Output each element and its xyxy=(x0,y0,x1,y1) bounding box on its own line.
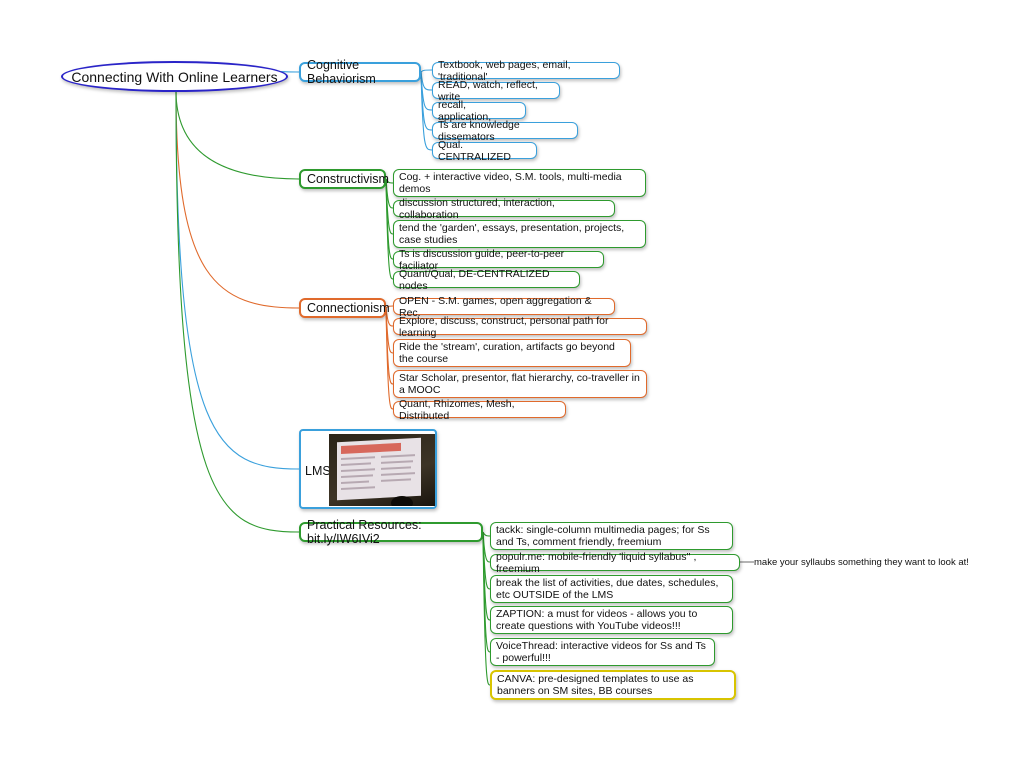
link-resource-item-1 xyxy=(482,531,491,537)
cognitive-item-1[interactable]: Textbook, web pages, email, 'traditional… xyxy=(432,59,620,83)
link-connectionism-item-5 xyxy=(385,307,394,410)
topic-cognitive-behaviorism[interactable]: Cognitive Behaviorism xyxy=(299,58,421,86)
connectionism-item-1[interactable]: OPEN - S.M. games, open aggregation & Re… xyxy=(393,295,615,319)
root-label: Connecting With Online Learners xyxy=(71,68,278,85)
cognitive-item-5[interactable]: Qual. CENTRALIZED xyxy=(432,139,537,163)
link-connectionism-item-1 xyxy=(385,305,394,309)
topic-label: Cognitive Behaviorism xyxy=(307,58,376,86)
topic-label: Connectionism xyxy=(307,301,390,315)
link-root-constructivism xyxy=(175,90,300,180)
link-resource-item-6 xyxy=(482,531,491,686)
constructivism-item-3[interactable]: tend the 'garden', essays, presentation,… xyxy=(393,220,646,248)
topic-label: Constructivism xyxy=(307,172,389,186)
resource-item-canva[interactable]: CANVA: pre-designed templates to use as … xyxy=(490,670,736,700)
connectionism-item-4[interactable]: Star Scholar, presentor, flat hierarchy,… xyxy=(393,370,647,398)
topic-constructivism[interactable]: Constructivism xyxy=(299,169,389,189)
topic-lms[interactable]: LMS xyxy=(299,429,437,509)
cognitive-item-4[interactable]: Ts are knowledge dissemators xyxy=(432,119,578,143)
connectionism-item-3[interactable]: Ride the 'stream', curation, artifacts g… xyxy=(393,339,631,367)
lms-slide-photo xyxy=(329,434,435,506)
link-root-connectionism xyxy=(175,90,300,309)
link-cognitive-item-5 xyxy=(420,71,433,151)
link-cognitive-item-1 xyxy=(420,69,433,73)
connectionism-item-5[interactable]: Quant, Rhizomes, Mesh, Distributed xyxy=(393,398,566,422)
lms-label: LMS xyxy=(305,464,331,478)
constructivism-item-5[interactable]: Quant/Qual, DE-CENTRALIZED nodes xyxy=(393,268,580,292)
constructivism-item-1[interactable]: Cog. + interactive video, S.M. tools, mu… xyxy=(393,169,646,197)
link-root-lms xyxy=(175,90,300,470)
resource-item-voicethread[interactable]: VoiceThread: interactive videos for Ss a… xyxy=(490,638,715,666)
constructivism-item-4[interactable]: Ts is discussion guide, peer-to-peer fac… xyxy=(393,248,604,272)
root-node[interactable]: Connecting With Online Learners xyxy=(61,61,288,92)
topic-practical-resources[interactable]: Practical Resources: bit.ly/IW6IVi2 xyxy=(299,518,483,546)
resource-item-zaption[interactable]: ZAPTION: a must for videos - allows you … xyxy=(490,606,733,634)
link-root-resources xyxy=(175,90,300,533)
cognitive-item-2[interactable]: READ, watch, reflect, write xyxy=(432,79,560,103)
topic-connectionism[interactable]: Connectionism xyxy=(299,298,390,318)
cognitive-item-3[interactable]: recall, application, xyxy=(432,99,526,123)
link-constructivism-item-5 xyxy=(385,178,394,280)
resource-item-populr[interactable]: populr.me: mobile-friendly 'liquid sylla… xyxy=(490,551,740,575)
topic-label: Practical Resources: bit.ly/IW6IVi2 xyxy=(307,518,422,546)
link-cognitive-item-2 xyxy=(420,71,433,91)
resource-note: make your syllaubs something they want t… xyxy=(754,557,969,568)
resource-item-tackk[interactable]: tackk: single-column multimedia pages; f… xyxy=(490,522,733,550)
constructivism-item-2[interactable]: discussion structured, interaction, coll… xyxy=(393,197,615,221)
connectionism-item-2[interactable]: Explore, discuss, construct, personal pa… xyxy=(393,315,647,339)
resource-item-break-list[interactable]: break the list of activities, due dates,… xyxy=(490,575,733,603)
